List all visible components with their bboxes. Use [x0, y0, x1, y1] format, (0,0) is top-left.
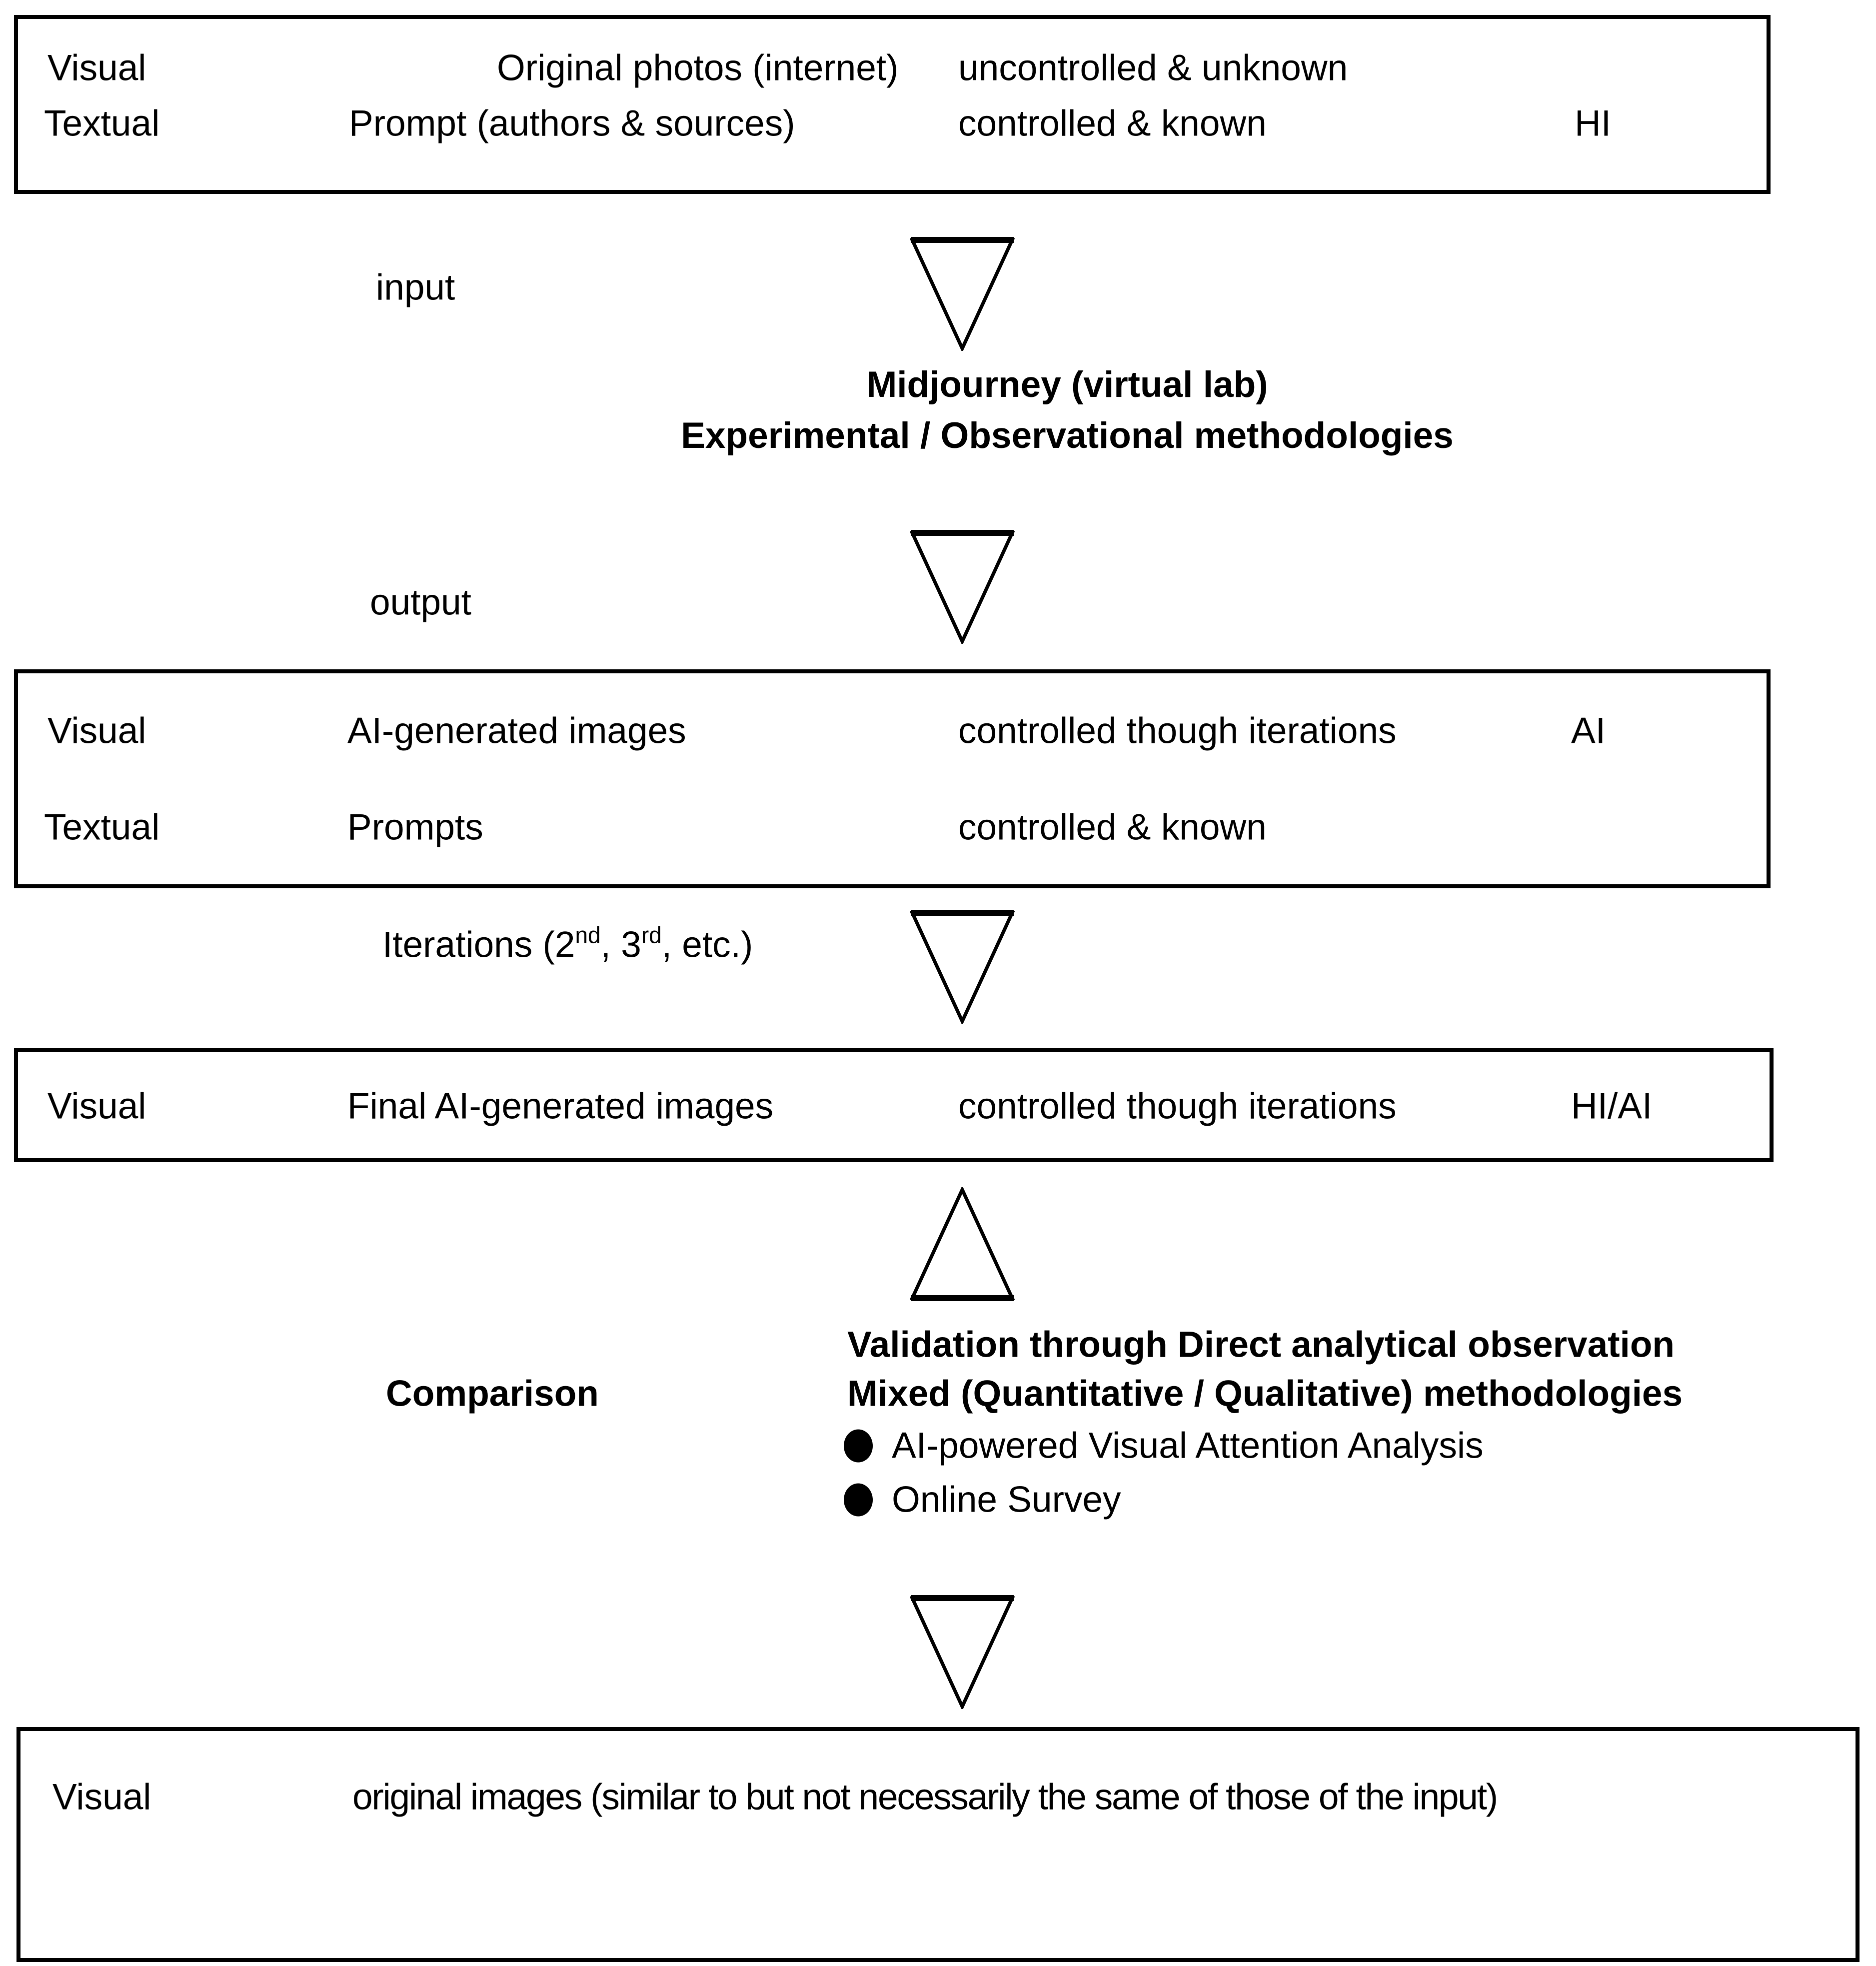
iterations-text: , etc.) — [661, 924, 753, 965]
original-images-box — [16, 1727, 1860, 1962]
content-label: AI-generated images — [347, 710, 686, 751]
agent-label: AI — [1571, 710, 1606, 751]
list-item: AI-powered Visual Attention Analysis — [844, 1428, 1484, 1464]
control-label: controlled though iterations — [958, 1086, 1397, 1127]
bullet-label: AI-powered Visual Attention Analysis — [892, 1425, 1484, 1466]
content-label: Final AI-generated images — [347, 1086, 774, 1127]
content-label: Original photos (internet) — [497, 47, 899, 88]
modality-label: Visual — [47, 1086, 146, 1127]
process-subtitle: Experimental / Observational methodologi… — [681, 415, 1454, 456]
iterations-label: Iterations (2nd, 3rd, etc.) — [382, 924, 753, 965]
arrow-down-icon — [910, 910, 1015, 1024]
modality-label: Visual — [52, 1777, 151, 1818]
modality-label: Textual — [44, 103, 160, 144]
validation-title: Validation through Direct analytical obs… — [847, 1324, 1675, 1365]
process-block: Midjourney (virtual lab) Experimental / … — [681, 359, 1454, 461]
ordinal-superscript: nd — [575, 922, 601, 948]
final-images-box — [14, 1048, 1774, 1162]
control-label: controlled & known — [958, 103, 1267, 144]
ordinal-superscript: rd — [641, 922, 662, 948]
iterations-text: Iterations (2 — [382, 924, 575, 965]
bullet-label: Online Survey — [892, 1479, 1121, 1520]
output-label: output — [370, 582, 471, 623]
list-item: Online Survey — [844, 1482, 1121, 1518]
control-label: uncontrolled & unknown — [958, 47, 1348, 88]
modality-label: Visual — [47, 710, 146, 751]
arrow-up-icon — [910, 1187, 1015, 1301]
input-label: input — [376, 267, 455, 308]
control-label: controlled though iterations — [958, 710, 1397, 751]
input-box — [14, 15, 1771, 194]
bullet-icon — [844, 1429, 873, 1462]
iterations-text: , 3 — [600, 924, 641, 965]
arrow-down-icon — [910, 237, 1015, 351]
control-label: controlled & known — [958, 807, 1267, 848]
content-label: original images (similar to but not nece… — [352, 1777, 1498, 1818]
arrow-down-icon — [910, 530, 1015, 644]
validation-subtitle: Mixed (Quantitative / Qualitative) metho… — [847, 1373, 1683, 1414]
agent-label: HI — [1575, 103, 1611, 144]
output-box — [14, 669, 1771, 888]
modality-label: Visual — [47, 47, 146, 88]
modality-label: Textual — [44, 807, 160, 848]
comparison-label: Comparison — [386, 1373, 599, 1414]
process-title: Midjourney (virtual lab) — [866, 364, 1268, 405]
arrow-down-icon — [910, 1595, 1015, 1709]
content-label: Prompts — [347, 807, 483, 848]
bullet-icon — [844, 1483, 873, 1516]
agent-label: HI/AI — [1571, 1086, 1653, 1127]
content-label: Prompt (authors & sources) — [349, 103, 795, 144]
